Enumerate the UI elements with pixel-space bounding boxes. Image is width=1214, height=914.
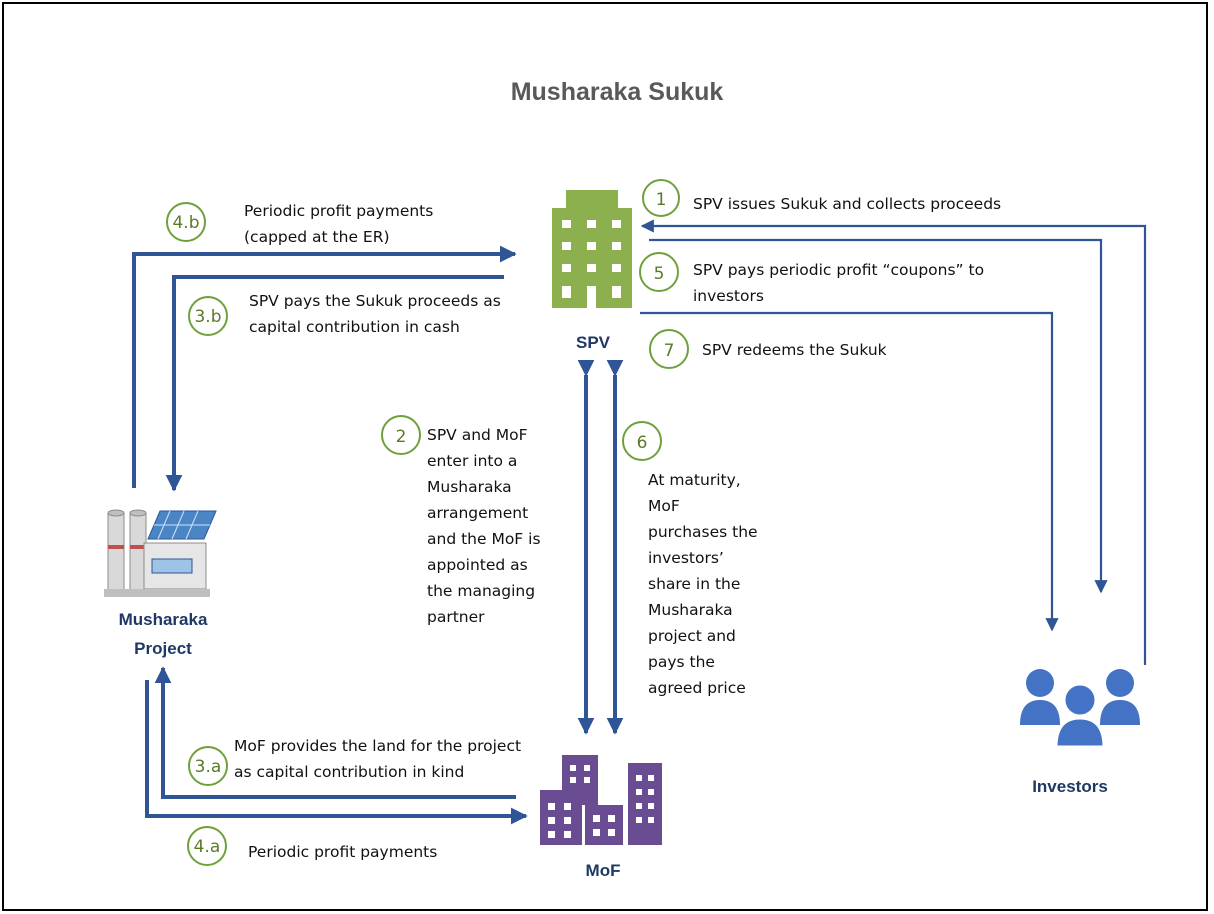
- diagram-title: Musharaka Sukuk: [511, 78, 724, 106]
- step-4b-text-line: (capped at the ER): [244, 228, 390, 246]
- step-3b-badge: [188, 296, 228, 336]
- step-7-text: SPV redeems the Sukuk: [702, 341, 887, 359]
- investors-label: Investors: [1032, 777, 1108, 796]
- arrow-4a-profit-to-mof: [145, 680, 528, 825]
- spv-label: SPV: [576, 333, 611, 352]
- arrow-1-proceeds-to-spv: [640, 219, 1147, 665]
- step-6: 6 At maturity, MoF purchases the investo…: [622, 421, 758, 697]
- arrow-7-redemption-to-investors: [640, 311, 1059, 632]
- step-6-text-line: purchases the: [648, 523, 758, 541]
- step-3a: 3.a MoF provides the land for the projec…: [188, 737, 521, 786]
- green-building-icon: [552, 190, 632, 308]
- mof-label: MoF: [586, 861, 621, 880]
- step-2: 2 SPV and MoF enter into a Musharaka arr…: [381, 415, 541, 626]
- arrow-3a-land-to-project: [154, 666, 516, 799]
- step-6-text-line: At maturity,: [648, 471, 741, 489]
- step-2-badge: [381, 415, 421, 455]
- purple-buildings-icon: [540, 755, 662, 845]
- step-6-text-line: investors’: [648, 549, 724, 567]
- arrow-4b-profit-to-spv: [132, 245, 517, 488]
- step-1-number: 1: [656, 190, 667, 210]
- step-5-text-line: SPV pays periodic profit “coupons” to: [693, 261, 984, 279]
- step-4b: 4.b Periodic profit payments (capped at …: [166, 202, 433, 246]
- step-4a-badge: [187, 826, 227, 866]
- step-6-text-line: project and: [648, 627, 736, 645]
- step-7-number: 7: [664, 341, 675, 361]
- arrow-5-coupons-to-investors: [649, 238, 1108, 594]
- step-2-text-line: enter into a: [427, 452, 517, 470]
- arrow-3b-proceeds-to-project: [165, 275, 504, 492]
- step-4a-number: 4.a: [194, 837, 221, 857]
- step-3a-number: 3.a: [195, 757, 222, 777]
- step-6-text-line: Musharaka: [648, 601, 733, 619]
- project-label-line2: Project: [134, 639, 192, 658]
- step-3b-text-line: capital contribution in cash: [249, 318, 460, 336]
- step-3b: 3.b SPV pays the Sukuk proceeds as capit…: [188, 292, 501, 336]
- step-5-text-line: investors: [693, 287, 764, 305]
- step-1-text: SPV issues Sukuk and collects proceeds: [693, 195, 1001, 213]
- step-3a-text-line: as capital contribution in kind: [234, 763, 464, 781]
- factory-solar-icon: [104, 509, 217, 597]
- step-4b-number: 4.b: [172, 213, 199, 233]
- step-4a-text-line: Periodic profit payments: [248, 843, 437, 861]
- step-2-text-line: arrangement: [427, 504, 528, 522]
- step-6-text-line: agreed price: [648, 679, 746, 697]
- step-6-text-line: share in the: [648, 575, 740, 593]
- people-group-icon: [1020, 669, 1140, 749]
- step-4b-badge: [166, 202, 206, 242]
- step-6-number: 6: [637, 433, 648, 453]
- step-2-text-line: and the MoF is: [427, 530, 541, 548]
- step-6-badge: [622, 421, 662, 461]
- step-7-badge: [649, 329, 689, 369]
- step-6-text-line: pays the: [648, 653, 715, 671]
- step-6-text-line: MoF: [648, 497, 680, 515]
- step-5-badge: [639, 252, 679, 292]
- step-2-text-line: Musharaka: [427, 478, 512, 496]
- step-2-text-line: the managing: [427, 582, 535, 600]
- step-2-text-line: appointed as: [427, 556, 528, 574]
- step-4a: 4.a Periodic profit payments: [187, 826, 437, 866]
- project-label-line1: Musharaka: [119, 610, 208, 629]
- step-1-badge: [642, 179, 680, 217]
- step-5-number: 5: [654, 264, 665, 284]
- step-3a-text-line: MoF provides the land for the project: [234, 737, 521, 755]
- step-7: 7 SPV redeems the Sukuk: [649, 329, 887, 369]
- step-2-text-line: partner: [427, 608, 485, 626]
- step-3b-text-line: SPV pays the Sukuk proceeds as: [249, 292, 501, 310]
- step-4b-text-line: Periodic profit payments: [244, 202, 433, 220]
- step-5: 5 SPV pays periodic profit “coupons” to …: [639, 252, 984, 305]
- step-1: 1 SPV issues Sukuk and collects proceeds: [642, 179, 1001, 217]
- step-2-number: 2: [396, 427, 407, 447]
- step-3a-badge: [188, 746, 228, 786]
- step-3b-number: 3.b: [194, 307, 221, 327]
- step-2-text-line: SPV and MoF: [427, 426, 528, 444]
